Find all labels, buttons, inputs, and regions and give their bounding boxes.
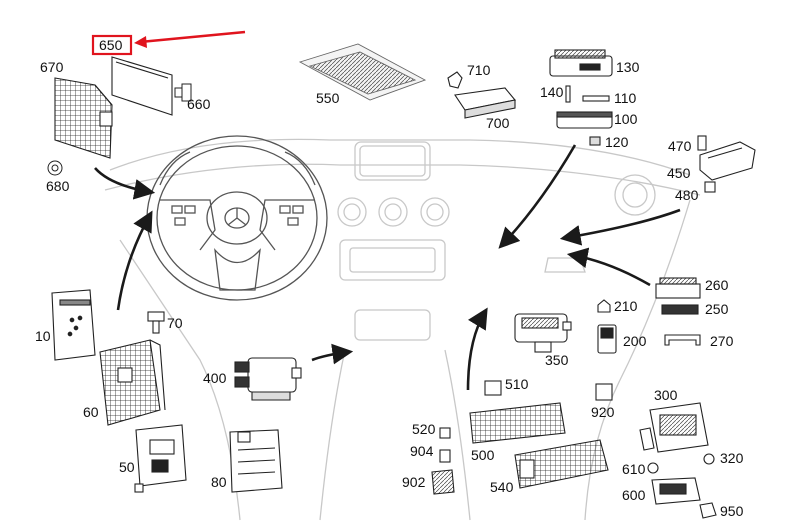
control-module-icon [51, 289, 165, 361]
part-label: 700 [486, 115, 510, 131]
part-label: 480 [675, 187, 699, 203]
part-label: 70 [167, 315, 183, 331]
part-label: 210 [614, 298, 638, 314]
connector-icon [595, 299, 617, 401]
part-label: 110 [614, 90, 637, 106]
part-label: 920 [591, 404, 615, 420]
part-label: 660 [187, 96, 211, 112]
screw-icon [47, 83, 192, 176]
part-label: 270 [710, 333, 734, 349]
part-label: 10 [35, 328, 51, 344]
part-label: 550 [316, 90, 340, 106]
part-label: 140 [540, 84, 564, 100]
control-module-icon [647, 462, 717, 519]
control-module-icon [99, 339, 166, 426]
part-label: 902 [402, 474, 426, 490]
floor-mat-icon [298, 43, 427, 101]
fuse-box-icon [431, 380, 609, 495]
part-label: 200 [623, 333, 647, 349]
fuse-box-icon [134, 424, 187, 493]
part-label: 650 [99, 37, 123, 53]
control-module-icon [234, 357, 302, 401]
part-labels: 650 670 660 680 550 710 700 130 140 110 … [35, 37, 744, 519]
part-label: 680 [46, 178, 70, 194]
highlight-box [91, 34, 133, 56]
highlight-arrow [139, 30, 246, 44]
connection-arrows [94, 144, 681, 391]
part-label: 540 [490, 479, 514, 495]
part-label: 320 [720, 450, 744, 466]
part-label: 510 [505, 376, 529, 392]
part-label: 520 [412, 421, 436, 437]
highlight-arrow-head [134, 36, 147, 48]
steering-wheel-icon [146, 135, 328, 301]
dashboard-outline-icon [104, 138, 701, 521]
control-module-icon [514, 313, 572, 353]
part-label: 260 [705, 277, 729, 293]
part-label: 130 [616, 59, 640, 75]
connector-icon [655, 277, 701, 346]
part-label: 450 [667, 165, 691, 181]
control-module-icon [697, 135, 756, 193]
part-label: 610 [622, 461, 646, 477]
part-label: 950 [720, 503, 744, 519]
part-label: 60 [83, 404, 99, 420]
part-label: 120 [605, 134, 629, 150]
part-label: 670 [40, 59, 64, 75]
control-module-icon [447, 71, 517, 119]
part-label: 300 [654, 387, 678, 403]
part-label: 250 [705, 301, 729, 317]
control-module-icon [54, 56, 173, 159]
control-module-icon [549, 49, 613, 146]
part-label: 400 [203, 370, 227, 386]
part-label: 100 [614, 111, 638, 127]
control-module-icon [639, 402, 715, 465]
part-label: 500 [471, 447, 495, 463]
part-label: 600 [622, 487, 646, 503]
control-module-icon [229, 429, 283, 493]
part-label: 904 [410, 443, 434, 459]
part-label: 710 [467, 62, 491, 78]
part-label: 80 [211, 474, 227, 490]
part-label: 470 [668, 138, 692, 154]
part-label: 350 [545, 352, 569, 368]
part-label: 50 [119, 459, 135, 475]
